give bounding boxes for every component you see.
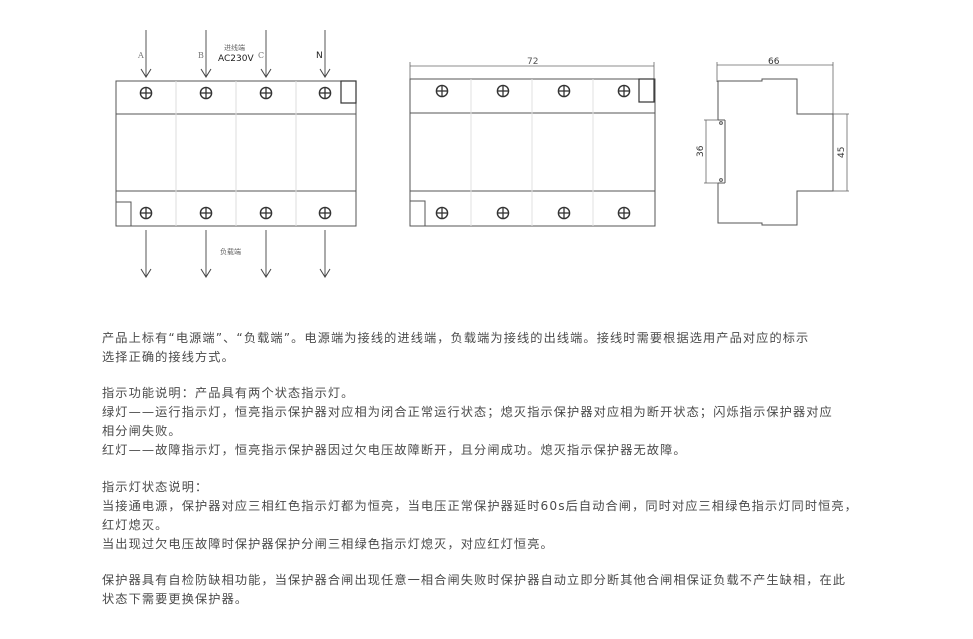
- phase-loss-line-2: 状态下需要更换保护器。: [102, 592, 249, 606]
- wiring-view: A B C N 进线端 AC230V: [115, 30, 357, 278]
- output-terminal-label: 负载端: [220, 247, 241, 256]
- power-on-status-cont: 红灯熄灭。: [102, 518, 169, 532]
- din-rail-clip: [718, 119, 726, 184]
- red-light-description: 红灯——故障指示灯，恒亮指示保护器因过欠电压故障断开，且分闸成功。熄灭指示保护器…: [102, 443, 687, 457]
- phase-loss-line-1: 保护器具有自检防缺相功能，当保护器合闸出现任意一相合闸失败时保护器自动立即分断其…: [102, 573, 847, 587]
- fault-status: 当出现过欠电压故障时保护器保护分闸三相绿色指示灯熄灭，对应红灯恒亮。: [102, 537, 554, 551]
- front-screws-top: [435, 84, 631, 98]
- rail-dimension-value: 36: [696, 145, 706, 157]
- input-voltage-label: AC230V: [218, 54, 254, 64]
- indicator-window-top: [340, 80, 357, 104]
- green-light-description-cont: 相分闸失败。: [102, 424, 182, 438]
- side-profile-outline: [717, 78, 834, 226]
- terminal-description: 产品上标有“电源端”、“负载端”。电源端为接线的进线端，负载端为接线的出线端。接…: [102, 329, 872, 367]
- terminal-description-line-2: 选择正确的接线方式。: [102, 350, 235, 364]
- phase-label-a: A: [137, 51, 144, 60]
- terminal-description-line-1: 产品上标有“电源端”、“负载端”。电源端为接线的进线端，负载端为接线的出线端。接…: [102, 331, 810, 345]
- indicator-function-heading: 指示功能说明：产品具有两个状态指示灯。: [102, 386, 355, 400]
- side-view: 66 36 45: [696, 57, 849, 226]
- breaker-body-wiring: [115, 80, 357, 227]
- phase-label-b: B: [198, 51, 204, 60]
- green-light-description: 绿灯——运行指示灯，恒亮指示保护器对应相为闭合正常运行状态；熄灭指示保护器对应相…: [102, 405, 833, 419]
- phase-label-n: N: [316, 51, 323, 61]
- depth-dimension-value: 66: [768, 57, 780, 67]
- indicator-function-description: 指示功能说明：产品具有两个状态指示灯。 绿灯——运行指示灯，恒亮指示保护器对应相…: [102, 384, 872, 460]
- front-height-dimension-value: 45: [837, 147, 847, 158]
- output-arrows: [145, 230, 326, 276]
- input-terminal-label: 进线端: [224, 43, 245, 52]
- indicator-window-bottom: [115, 201, 132, 227]
- indicator-status-heading: 指示灯状态说明：: [102, 480, 209, 494]
- indicator-status-description: 指示灯状态说明： 当接通电源，保护器对应三相红色指示灯都为恒亮，当电压正常保护器…: [102, 478, 872, 554]
- depth-dimension-line: [716, 62, 834, 115]
- breaker-body-front: [409, 78, 656, 227]
- front-indicator-window-top: [638, 78, 655, 103]
- phase-loss-description: 保护器具有自检防缺相功能，当保护器合闸出现任意一相合闸失败时保护器自动立即分断其…: [102, 571, 872, 609]
- phase-label-c: C: [258, 51, 264, 60]
- front-view: 72: [409, 57, 656, 227]
- rail-dimension-line: [704, 119, 718, 184]
- front-indicator-window-bottom: [409, 200, 426, 227]
- width-dimension-value: 72: [527, 57, 538, 67]
- front-height-dimension-line: [833, 113, 849, 192]
- front-screws-bottom: [435, 206, 631, 220]
- power-on-status: 当接通电源，保护器对应三相红色指示灯都为恒亮，当电压正常保护器延时60s后自动合…: [102, 499, 858, 513]
- product-dimension-diagram: A B C N 进线端 AC230V: [115, 30, 849, 278]
- width-dimension-line: [409, 62, 655, 80]
- input-arrows: [145, 30, 326, 76]
